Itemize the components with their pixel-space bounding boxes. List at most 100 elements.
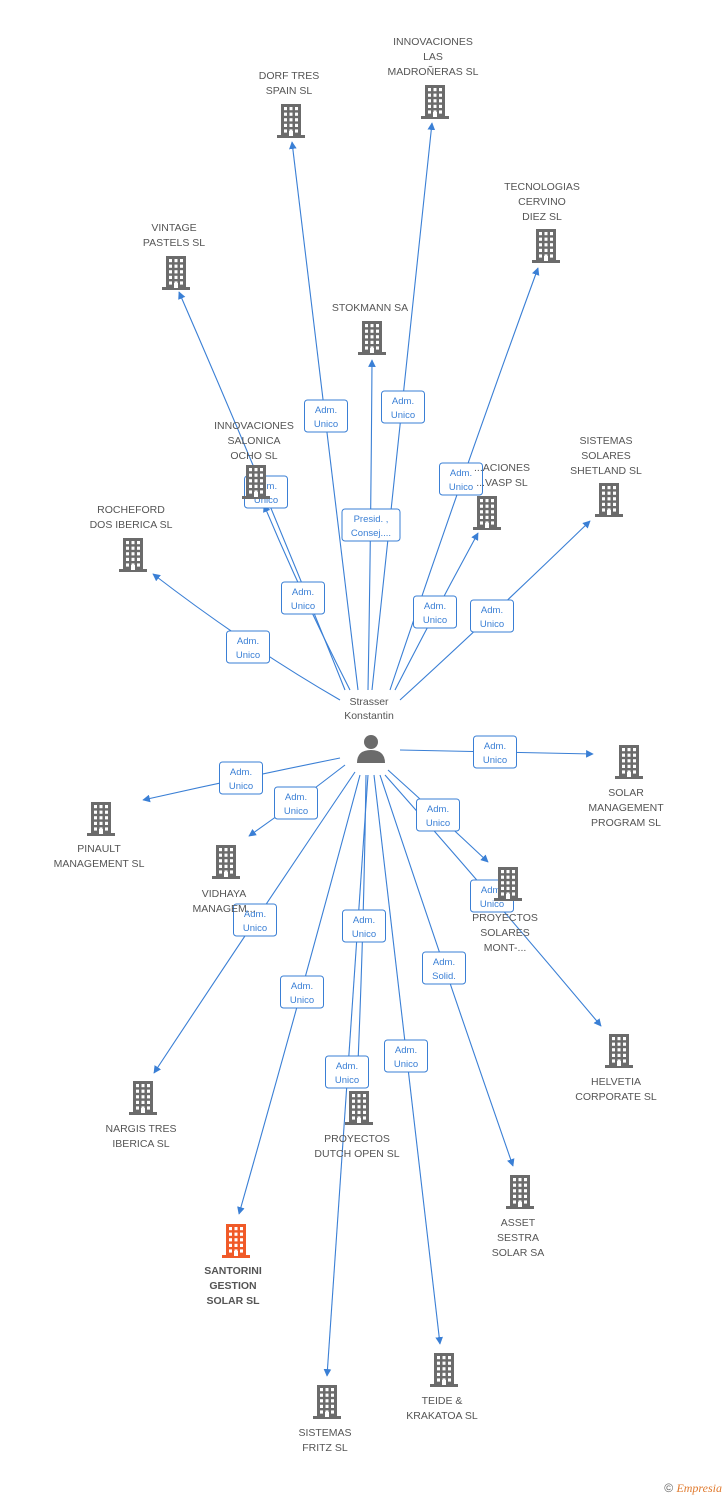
- relation-box[interactable]: [473, 735, 517, 769]
- relation-text: Consej....: [351, 528, 391, 539]
- building-icon: [532, 229, 560, 263]
- brand-logo[interactable]: Empresia: [676, 1481, 722, 1495]
- relation-box[interactable]: [226, 630, 270, 664]
- relation-text: Adm.: [450, 468, 472, 479]
- company-node-vidhaya[interactable]: VIDHAYA MANAGEM...: [192, 845, 256, 915]
- relation-box[interactable]: [219, 761, 263, 795]
- relation-label-tecnologias[interactable]: Adm.Unico: [439, 462, 483, 496]
- relation-label-solar_mgmt[interactable]: Adm.Unico: [473, 735, 517, 769]
- relation-label-vasp[interactable]: Adm.Unico: [413, 595, 457, 629]
- relation-text: Unico: [284, 806, 308, 817]
- relation-text: Unico: [480, 899, 504, 910]
- company-name: SANTORINI: [204, 1265, 262, 1277]
- building-icon: [119, 538, 147, 572]
- company-name: SESTRA: [497, 1232, 539, 1244]
- relation-box[interactable]: [384, 1039, 428, 1073]
- relation-label-rocheford[interactable]: Adm.Unico: [226, 630, 270, 664]
- relation-text: Adm.: [315, 405, 337, 416]
- relation-box[interactable]: [413, 595, 457, 629]
- company-name: CORPORATE SL: [575, 1091, 657, 1103]
- company-name: DORF TRES: [259, 70, 319, 82]
- relation-label-dorf[interactable]: Adm.Unico: [304, 399, 348, 433]
- company-name: DIEZ SL: [522, 211, 562, 223]
- relation-box[interactable]: [439, 462, 483, 496]
- relation-label-nargis[interactable]: Adm.Unico: [233, 903, 277, 937]
- relation-label-pinault[interactable]: Adm.Unico: [219, 761, 263, 795]
- relation-box[interactable]: [304, 399, 348, 433]
- relation-label-santorini[interactable]: Adm.Unico: [280, 975, 324, 1009]
- company-name: SOLAR SL: [206, 1295, 260, 1307]
- company-node-vasp[interactable]: ...ACIONES...VASP SL: [473, 462, 530, 530]
- company-name: MANAGEMENT: [588, 802, 664, 814]
- company-name: CERVINO: [518, 196, 566, 208]
- company-name: ASSET: [501, 1217, 536, 1229]
- relation-box[interactable]: [274, 786, 318, 820]
- relation-box[interactable]: [233, 903, 277, 937]
- building-icon: [506, 1175, 534, 1209]
- relation-text: Adm.: [395, 1045, 417, 1056]
- building-icon: [162, 256, 190, 290]
- relation-box[interactable]: [325, 1055, 369, 1089]
- building-icon: [242, 465, 270, 499]
- company-name: SISTEMAS: [579, 435, 632, 447]
- company-name: ...ACIONES: [474, 462, 530, 474]
- relation-text: Adm.: [237, 636, 259, 647]
- relation-box[interactable]: [416, 798, 460, 832]
- company-name: VIDHAYA: [202, 888, 247, 900]
- person-name: Konstantin: [344, 710, 394, 722]
- relation-text: Adm.: [292, 587, 314, 598]
- relation-text: Unico: [335, 1075, 359, 1086]
- relation-label-asset[interactable]: Adm.Solid.: [422, 951, 466, 985]
- relation-box[interactable]: [381, 390, 425, 424]
- company-name: INNOVACIONES: [393, 36, 473, 48]
- relation-label-fritz[interactable]: Adm. Unico: [325, 1055, 369, 1089]
- building-icon: [595, 483, 623, 517]
- company-name: NARGIS TRES: [106, 1123, 177, 1135]
- relation-text: Adm.: [484, 741, 506, 752]
- company-name: DOS IBERICA SL: [90, 519, 173, 531]
- relation-box[interactable]: [470, 599, 514, 633]
- relation-label-mont[interactable]: Adm.Unico: [416, 798, 460, 832]
- relation-box[interactable]: [422, 951, 466, 985]
- relation-box[interactable]: [280, 975, 324, 1009]
- company-node-mont[interactable]: PROYECTOSSOLARESMONT-...: [472, 867, 538, 954]
- relation-box[interactable]: [341, 508, 401, 542]
- copyright-icon: ©: [664, 1481, 674, 1495]
- relation-label-madronneras[interactable]: Adm.Unico: [381, 390, 425, 424]
- relation-text: Unico: [480, 619, 504, 630]
- relation-label-shetland[interactable]: Adm.Unico: [470, 599, 514, 633]
- company-name: TEIDE &: [422, 1395, 463, 1407]
- company-name: STOKMANN SA: [332, 302, 408, 314]
- relation-label-dutch[interactable]: Adm.Unico: [342, 909, 386, 943]
- company-name: SHETLAND SL: [570, 465, 642, 477]
- company-name: PINAULT: [77, 843, 121, 855]
- relation-label-salonica[interactable]: Adm.Unico: [281, 581, 325, 615]
- company-node-stokmann[interactable]: STOKMANN SA: [332, 302, 408, 355]
- relation-label-vidhaya[interactable]: Adm.Unico: [274, 786, 318, 820]
- relation-label-teide[interactable]: Adm.Unico: [384, 1039, 428, 1073]
- relation-label-stokmann[interactable]: Presid. ,Consej....: [341, 508, 401, 542]
- company-name: MANAGEM...: [192, 903, 255, 915]
- relation-box[interactable]: [342, 909, 386, 943]
- company-node-teide[interactable]: TEIDE &KRAKATOA SL: [406, 1353, 478, 1422]
- relation-text: Adm.: [336, 1061, 358, 1072]
- building-icon: [277, 104, 305, 138]
- relation-box[interactable]: [281, 581, 325, 615]
